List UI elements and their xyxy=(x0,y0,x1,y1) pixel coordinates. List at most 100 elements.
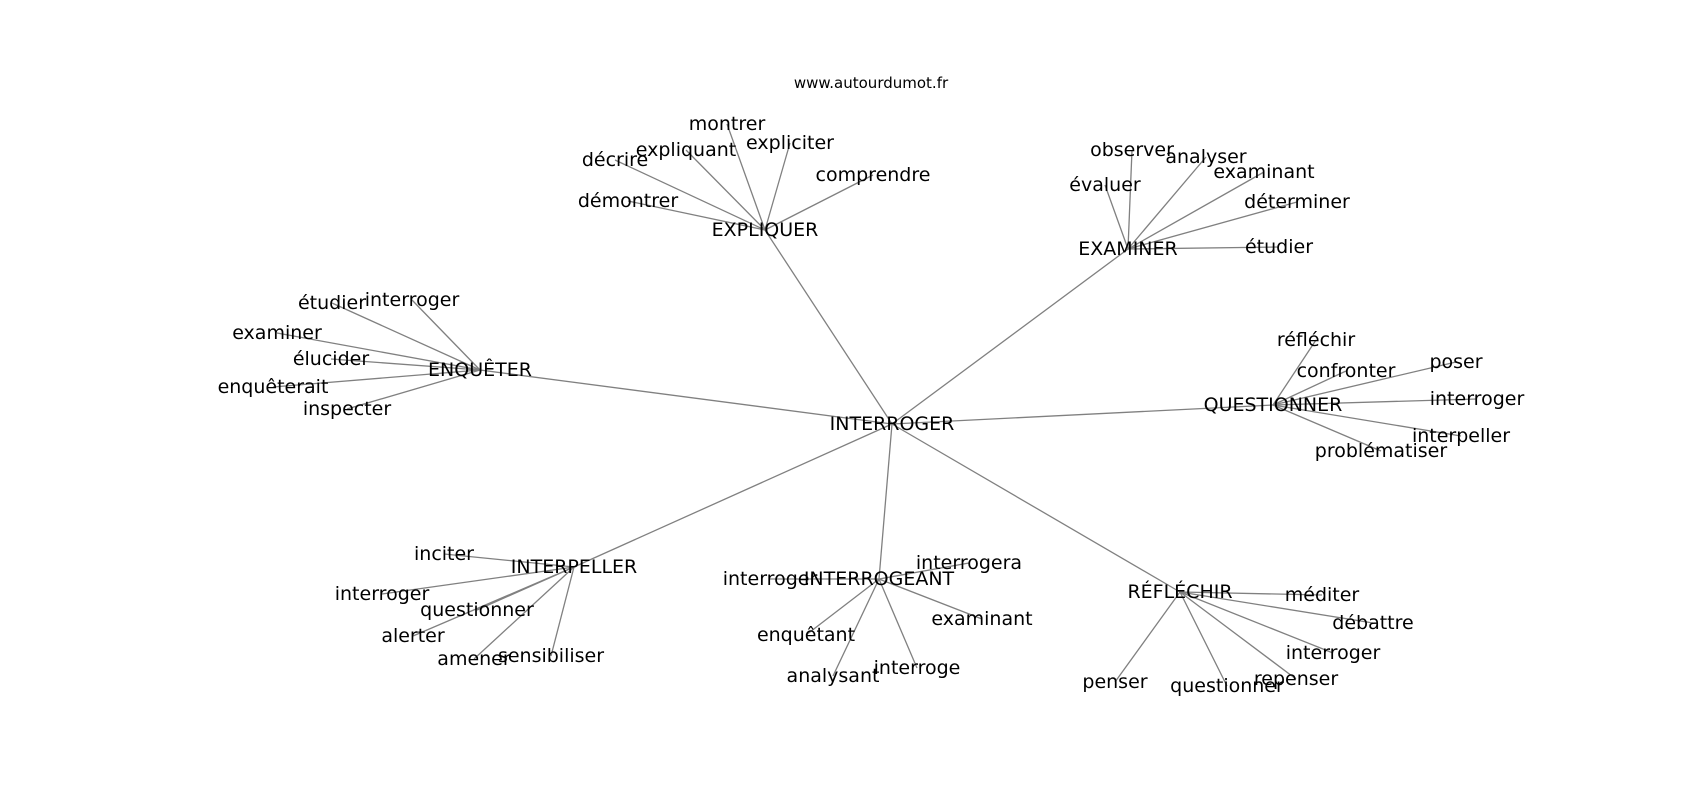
edge-root-interpeller xyxy=(573,423,893,568)
hub-node-interpeller[interactable]: INTERPELLER xyxy=(511,556,637,578)
word-node[interactable]: décrire xyxy=(582,149,648,171)
word-node[interactable]: évaluer xyxy=(1069,174,1141,196)
word-node[interactable]: confronter xyxy=(1297,360,1396,382)
edge-expliquer-word xyxy=(685,149,766,231)
edge-expliquer-word xyxy=(764,142,791,231)
edge-enqueter-word xyxy=(330,358,481,371)
edge-enqueter-word xyxy=(276,332,481,371)
hub-node-reflechir[interactable]: RÉFLÉCHIR xyxy=(1127,580,1232,603)
word-node[interactable]: comprendre xyxy=(816,164,931,186)
hub-node-examiner[interactable]: EXAMINER xyxy=(1078,238,1177,260)
word-node[interactable]: interroger xyxy=(1430,388,1525,410)
hub-node-questionner[interactable]: QUESTIONNER xyxy=(1204,394,1343,416)
edge-reflechir-word xyxy=(1179,591,1374,624)
word-node[interactable]: interroge xyxy=(874,657,961,679)
edge-interrogeant-word xyxy=(878,578,918,669)
word-node[interactable]: questionner xyxy=(420,599,534,621)
word-node[interactable]: questionner xyxy=(1170,675,1284,697)
edge-enqueter-word xyxy=(411,299,481,371)
word-node[interactable]: étudier xyxy=(298,292,366,314)
word-node[interactable]: expliciter xyxy=(746,132,834,154)
hub-node-expliquer[interactable]: EXPLIQUER xyxy=(712,219,819,241)
word-node[interactable]: déterminer xyxy=(1244,191,1350,213)
edge-enqueter-word xyxy=(346,369,481,410)
edge-questionner-word xyxy=(1272,361,1457,406)
word-node[interactable]: débattre xyxy=(1332,612,1413,634)
edge-questionner-word xyxy=(1272,370,1347,406)
word-node[interactable]: méditer xyxy=(1285,584,1360,606)
graph-edges xyxy=(272,123,1478,687)
word-node[interactable]: enquêtant xyxy=(757,624,855,646)
word-node[interactable]: analysant xyxy=(787,665,880,687)
edge-expliquer-word xyxy=(726,123,766,231)
word-node[interactable]: observer xyxy=(1090,139,1174,161)
edge-root-interrogeant xyxy=(878,423,893,580)
edge-root-enqueter xyxy=(479,369,893,425)
edge-examiner-word xyxy=(1104,184,1129,250)
word-node[interactable]: démontrer xyxy=(578,190,678,212)
graph-labels: INTERROGER EXPLIQUER montrer expliquant expl… xyxy=(218,113,1525,697)
hub-node-enqueter[interactable]: ENQUÊTER xyxy=(428,358,532,381)
word-node[interactable]: interroger xyxy=(723,568,818,590)
root-node[interactable]: INTERROGER xyxy=(830,413,955,435)
edge-interrogeant-word xyxy=(878,578,983,620)
edge-interrogeant-word xyxy=(805,578,880,636)
edge-examiner-word xyxy=(1127,149,1133,250)
word-node[interactable]: élucider xyxy=(293,348,369,370)
edge-expliquer-word xyxy=(614,159,766,231)
site-label: www.autourdumot.fr xyxy=(794,74,949,92)
word-node[interactable]: examinant xyxy=(931,608,1032,630)
word-node[interactable]: interpeller xyxy=(1412,425,1510,447)
word-node[interactable]: examinant xyxy=(1213,161,1314,183)
edge-root-questionner xyxy=(891,404,1274,425)
word-node[interactable]: réfléchir xyxy=(1277,329,1356,351)
edge-reflechir-word xyxy=(1114,591,1181,683)
word-node[interactable]: inspecter xyxy=(303,398,392,420)
edge-reflechir-word xyxy=(1179,591,1334,654)
edge-interpeller-word xyxy=(443,553,575,568)
edge-examiner-word xyxy=(1127,246,1280,250)
edge-interrogeant-word xyxy=(878,562,970,580)
word-node[interactable]: interroger xyxy=(1286,642,1381,664)
edge-enqueter-word xyxy=(331,302,481,371)
edge-enqueter-word xyxy=(272,369,481,388)
hub-node-interrogeant[interactable]: INTERROGEANT xyxy=(804,568,955,590)
word-node[interactable]: examiner xyxy=(232,322,322,344)
word-node[interactable]: alerter xyxy=(381,625,445,647)
edge-questionner-word xyxy=(1272,398,1478,406)
edge-interpeller-word xyxy=(550,566,575,657)
word-node[interactable]: penser xyxy=(1082,671,1147,693)
word-node[interactable]: étudier xyxy=(1245,236,1313,258)
word-node[interactable]: enquêterait xyxy=(218,376,329,398)
word-node[interactable]: amener xyxy=(437,648,511,670)
edge-questionner-word xyxy=(1272,404,1462,437)
edge-interpeller-word xyxy=(381,566,575,595)
word-node[interactable]: expliquant xyxy=(636,139,736,161)
edge-examiner-word xyxy=(1127,171,1265,250)
edge-reflechir-word xyxy=(1179,591,1323,596)
edge-expliquer-word xyxy=(627,200,766,231)
word-node[interactable]: poser xyxy=(1429,351,1482,373)
edge-questionner-word xyxy=(1272,339,1317,406)
edge-reflechir-word xyxy=(1179,591,1228,687)
word-node[interactable]: interroger xyxy=(335,583,430,605)
edge-reflechir-word xyxy=(1179,591,1297,680)
word-node[interactable]: analyser xyxy=(1165,146,1246,168)
word-node[interactable]: inciter xyxy=(414,543,474,565)
edge-root-expliquer xyxy=(764,229,893,425)
word-node[interactable]: sensibiliser xyxy=(498,645,604,667)
edge-interpeller-word xyxy=(473,566,575,660)
edge-interpeller-word xyxy=(412,566,575,637)
word-node[interactable]: interroger xyxy=(365,289,460,311)
edge-examiner-word xyxy=(1127,156,1207,250)
word-node[interactable]: montrer xyxy=(689,113,766,135)
edge-expliquer-word xyxy=(764,174,874,231)
edge-interrogeant-word xyxy=(832,578,880,677)
word-node[interactable]: interrogera xyxy=(916,552,1022,574)
edge-questionner-word xyxy=(1272,404,1382,452)
word-node[interactable]: repenser xyxy=(1254,668,1338,690)
word-node[interactable]: problématiser xyxy=(1315,440,1448,462)
edge-examiner-word xyxy=(1127,201,1298,250)
edge-root-reflechir xyxy=(891,423,1181,593)
